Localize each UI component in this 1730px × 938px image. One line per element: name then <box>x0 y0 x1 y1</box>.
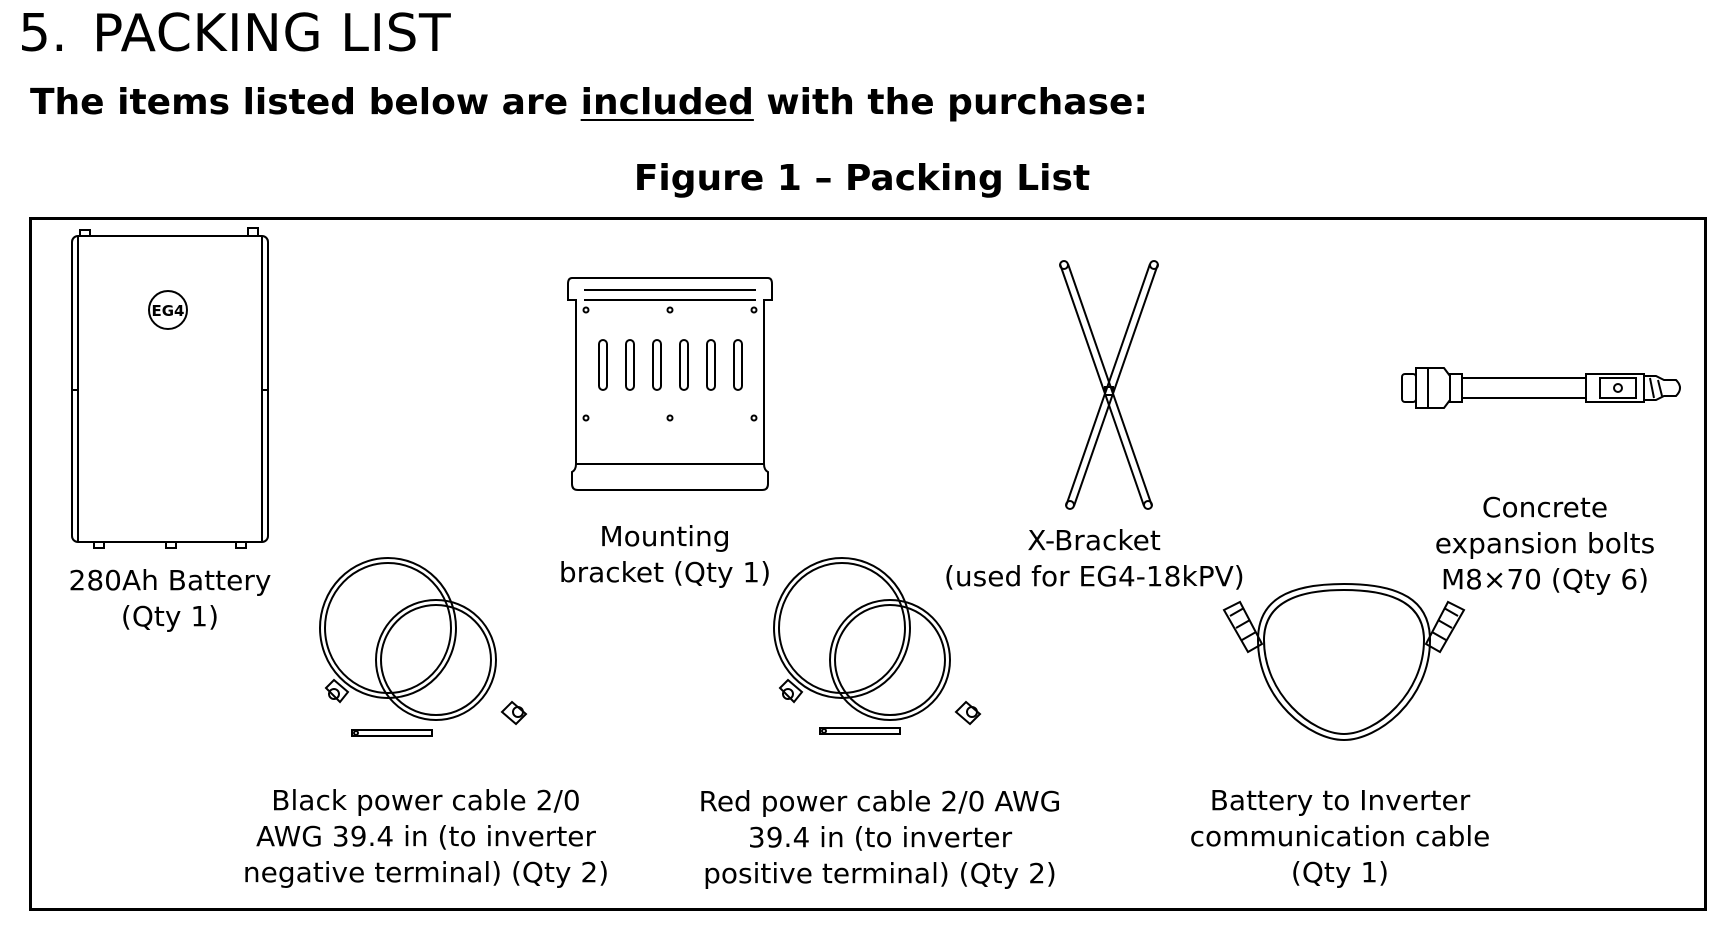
battery-icon: EG4 <box>70 226 270 552</box>
x-bracket-label-line-1: X-Bracket <box>1027 524 1161 557</box>
section-number: 5. <box>18 4 68 64</box>
communication-cable-icon <box>1218 580 1470 744</box>
mounting-bracket-icon <box>564 276 776 494</box>
intro-text-after: with the purchase: <box>753 82 1148 123</box>
section-title: PACKING LIST <box>92 4 452 64</box>
red-cable-label-line-3: positive terminal) (Qty 2) <box>703 857 1057 890</box>
expansion-bolts-label-line-1: Concrete <box>1481 491 1609 524</box>
item-label-battery: 280Ah Battery (Qty 1) <box>65 563 275 635</box>
item-label-black-cable: Black power cable 2/0 AWG 39.4 in (to in… <box>236 783 616 891</box>
mounting-bracket-label-line-1: Mounting <box>599 520 731 553</box>
expansion-bolt-icon <box>1394 354 1690 422</box>
battery-label-line-1: 280Ah Battery <box>68 564 272 597</box>
item-label-communication-cable: Battery to Inverter communication cable … <box>1185 783 1495 891</box>
red-power-cable-icon <box>766 552 996 742</box>
intro-sentence: The items listed below are included with… <box>30 82 1148 123</box>
intro-emphasis: included <box>580 82 754 123</box>
figure-caption-row: Figure 1 – Packing List <box>0 158 1730 199</box>
x-bracket-label-line-2: (used for EG4-18kPV) <box>944 560 1245 593</box>
item-label-x-bracket: X-Bracket (used for EG4-18kPV) <box>944 523 1245 595</box>
x-bracket-icon <box>1052 260 1162 510</box>
black-cable-label-line-2: AWG 39.4 in (to inverter <box>255 820 597 853</box>
battery-logo: EG4 <box>152 302 185 320</box>
black-power-cable-icon <box>312 552 542 742</box>
red-cable-label-line-1: Red power cable 2/0 AWG <box>698 785 1062 818</box>
item-label-mounting-bracket: Mounting bracket (Qty 1) <box>555 519 775 591</box>
communication-cable-label-line-3: (Qty 1) <box>1290 856 1390 889</box>
item-label-red-cable: Red power cable 2/0 AWG 39.4 in (to inve… <box>690 784 1070 892</box>
expansion-bolts-label-line-3: M8×70 (Qty 6) <box>1440 563 1650 596</box>
mounting-bracket-label-line-2: bracket (Qty 1) <box>558 556 772 589</box>
battery-label-line-2: (Qty 1) <box>120 600 220 633</box>
red-cable-label-line-2: 39.4 in (to inverter <box>747 821 1013 854</box>
packing-list-figure-frame <box>29 217 1707 911</box>
communication-cable-label-line-1: Battery to Inverter <box>1209 784 1471 817</box>
intro-text-before: The items listed below are <box>30 82 581 123</box>
black-cable-label-line-1: Black power cable 2/0 <box>271 784 581 817</box>
communication-cable-label-line-2: communication cable <box>1189 820 1491 853</box>
black-cable-label-line-3: negative terminal) (Qty 2) <box>242 856 610 889</box>
item-label-expansion-bolts: Concrete expansion bolts M8×70 (Qty 6) <box>1410 490 1680 598</box>
expansion-bolts-label-line-2: expansion bolts <box>1434 527 1656 560</box>
figure-caption: Figure 1 – Packing List <box>633 158 1091 199</box>
